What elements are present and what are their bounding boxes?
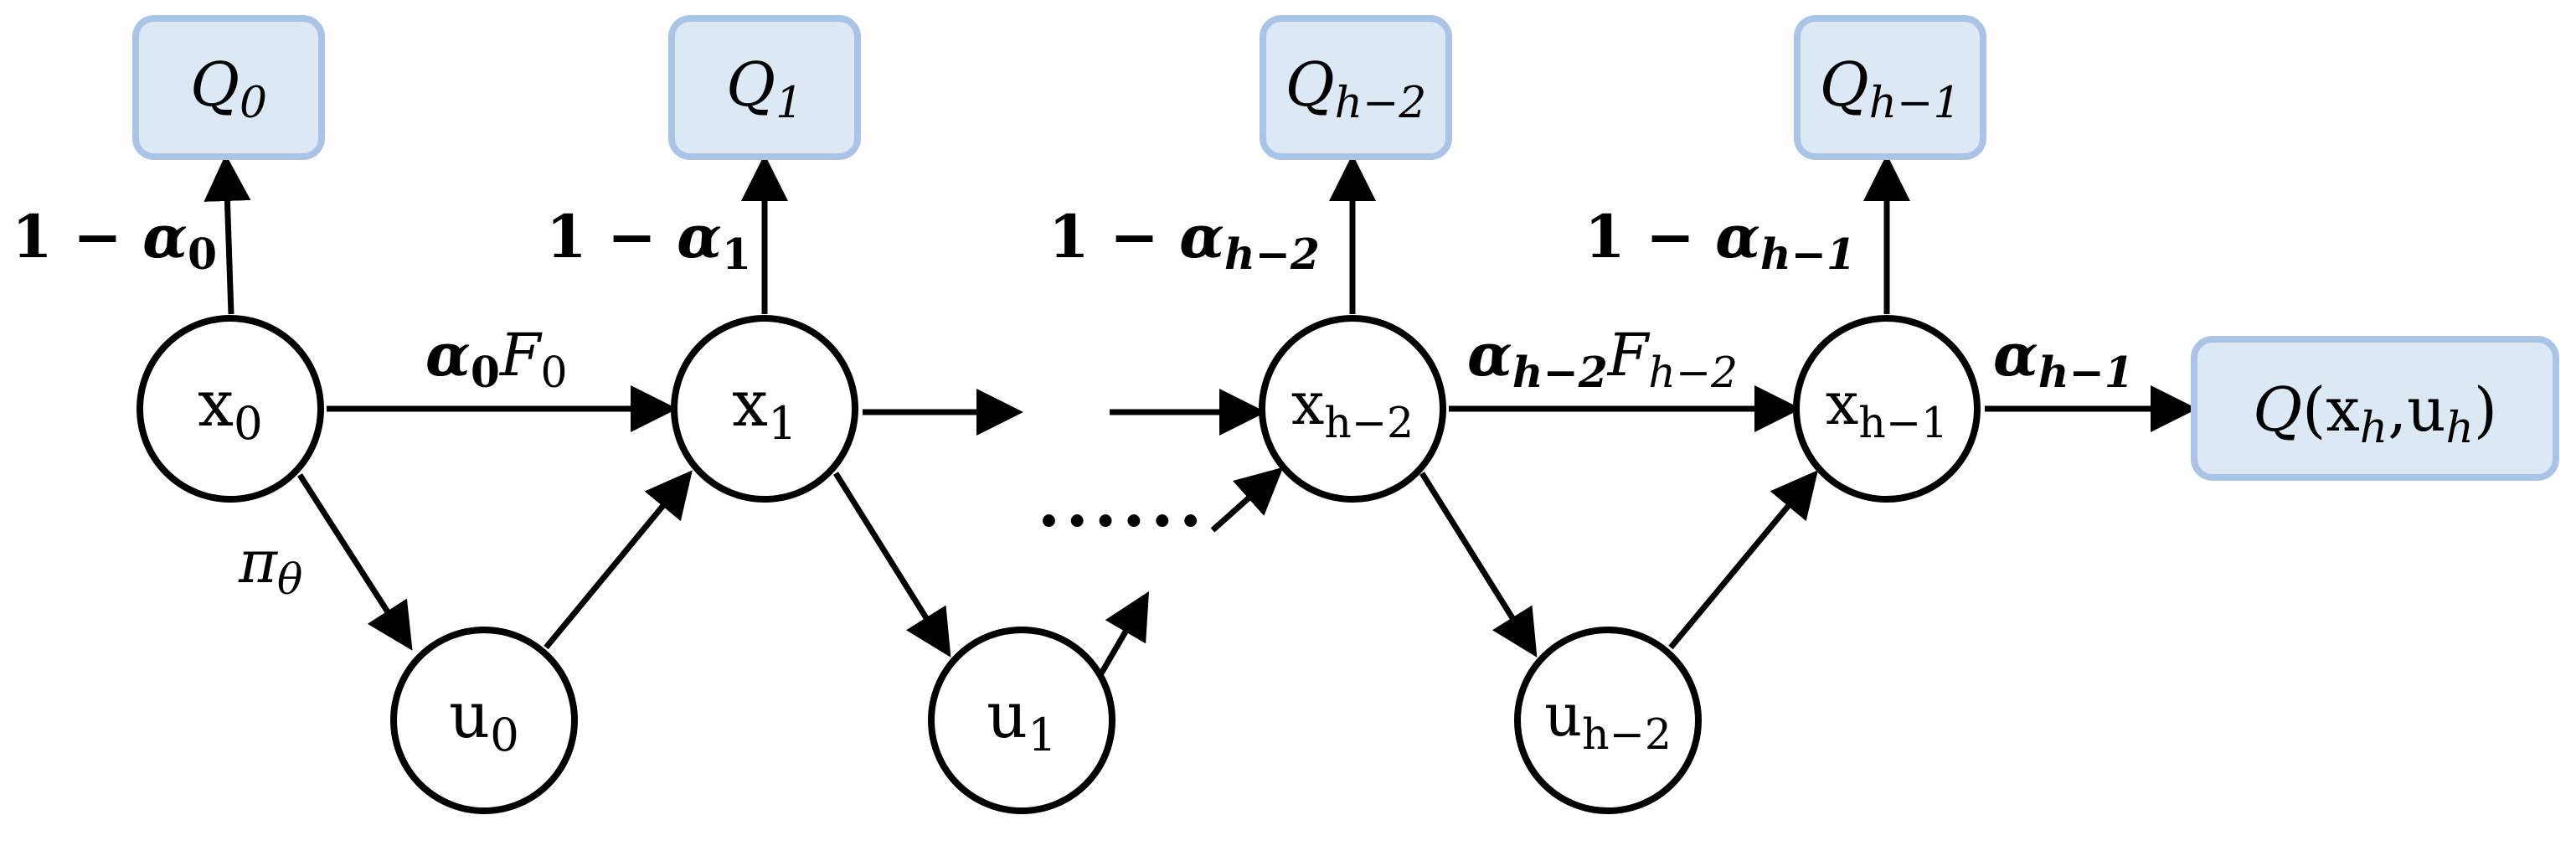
svg-text:Q1: Q1: [726, 49, 803, 128]
label-pi-theta: πθ: [238, 528, 302, 604]
edge-u0-x1: [544, 470, 693, 650]
label-one-minus-alpha-h2: 1 − αh−2: [1048, 202, 1320, 279]
svg-text:Qh−2: Qh−2: [1285, 49, 1427, 128]
label-alphah2-fh2: αh−2Fh−2: [1467, 320, 1738, 397]
label-one-minus-alpha-1: 1 − α1: [546, 202, 751, 279]
node-u1: u1: [928, 627, 1115, 814]
svg-text:xh−1: xh−1: [1826, 369, 1948, 447]
node-x1: x1: [671, 315, 858, 503]
svg-text:Q(xh,uh): Q(xh,uh): [2253, 374, 2497, 453]
label-alpha0-f0: α0F0: [425, 320, 568, 397]
node-x0: x0: [137, 315, 324, 503]
svg-text:Qh−1: Qh−1: [1820, 49, 1961, 128]
edge-uh2-xh1: [1668, 470, 1818, 650]
svg-text:u1: u1: [987, 678, 1057, 761]
label-one-minus-alpha-h1: 1 − αh−1: [1584, 202, 1856, 279]
edge-x1-u1: [833, 472, 951, 658]
edge-xh2-uh2: [1419, 472, 1538, 658]
edge-in-xh2: [1210, 467, 1284, 533]
svg-text:uh−2: uh−2: [1544, 681, 1672, 759]
node-xh2: xh−2: [1259, 315, 1446, 503]
q-box-final: Q(xh,uh): [2191, 336, 2559, 481]
label-one-minus-alpha-0: 1 − α0: [12, 202, 217, 279]
svg-text:x1: x1: [732, 366, 797, 450]
q-box-qh2: Qh−2: [1260, 15, 1452, 160]
q-box-qh1: Qh−1: [1794, 15, 1986, 160]
svg-text:u0: u0: [449, 678, 519, 761]
edge-x0-u0: [297, 473, 413, 651]
ellipsis: ......: [1037, 463, 1207, 542]
q-box-q0: Q0: [132, 15, 325, 160]
svg-text:xh−2: xh−2: [1291, 369, 1414, 447]
label-alphah1: αh−1: [1993, 320, 2134, 397]
node-uh2: uh−2: [1514, 627, 1702, 814]
q-box-q1: Q1: [668, 15, 861, 160]
edge-x0-q0: [204, 154, 251, 315]
svg-text:x0: x0: [198, 366, 263, 450]
svg-text:Q0: Q0: [190, 49, 267, 128]
node-xh1: xh−1: [1793, 315, 1981, 503]
edges: [204, 154, 2197, 701]
node-u0: u0: [390, 627, 578, 814]
